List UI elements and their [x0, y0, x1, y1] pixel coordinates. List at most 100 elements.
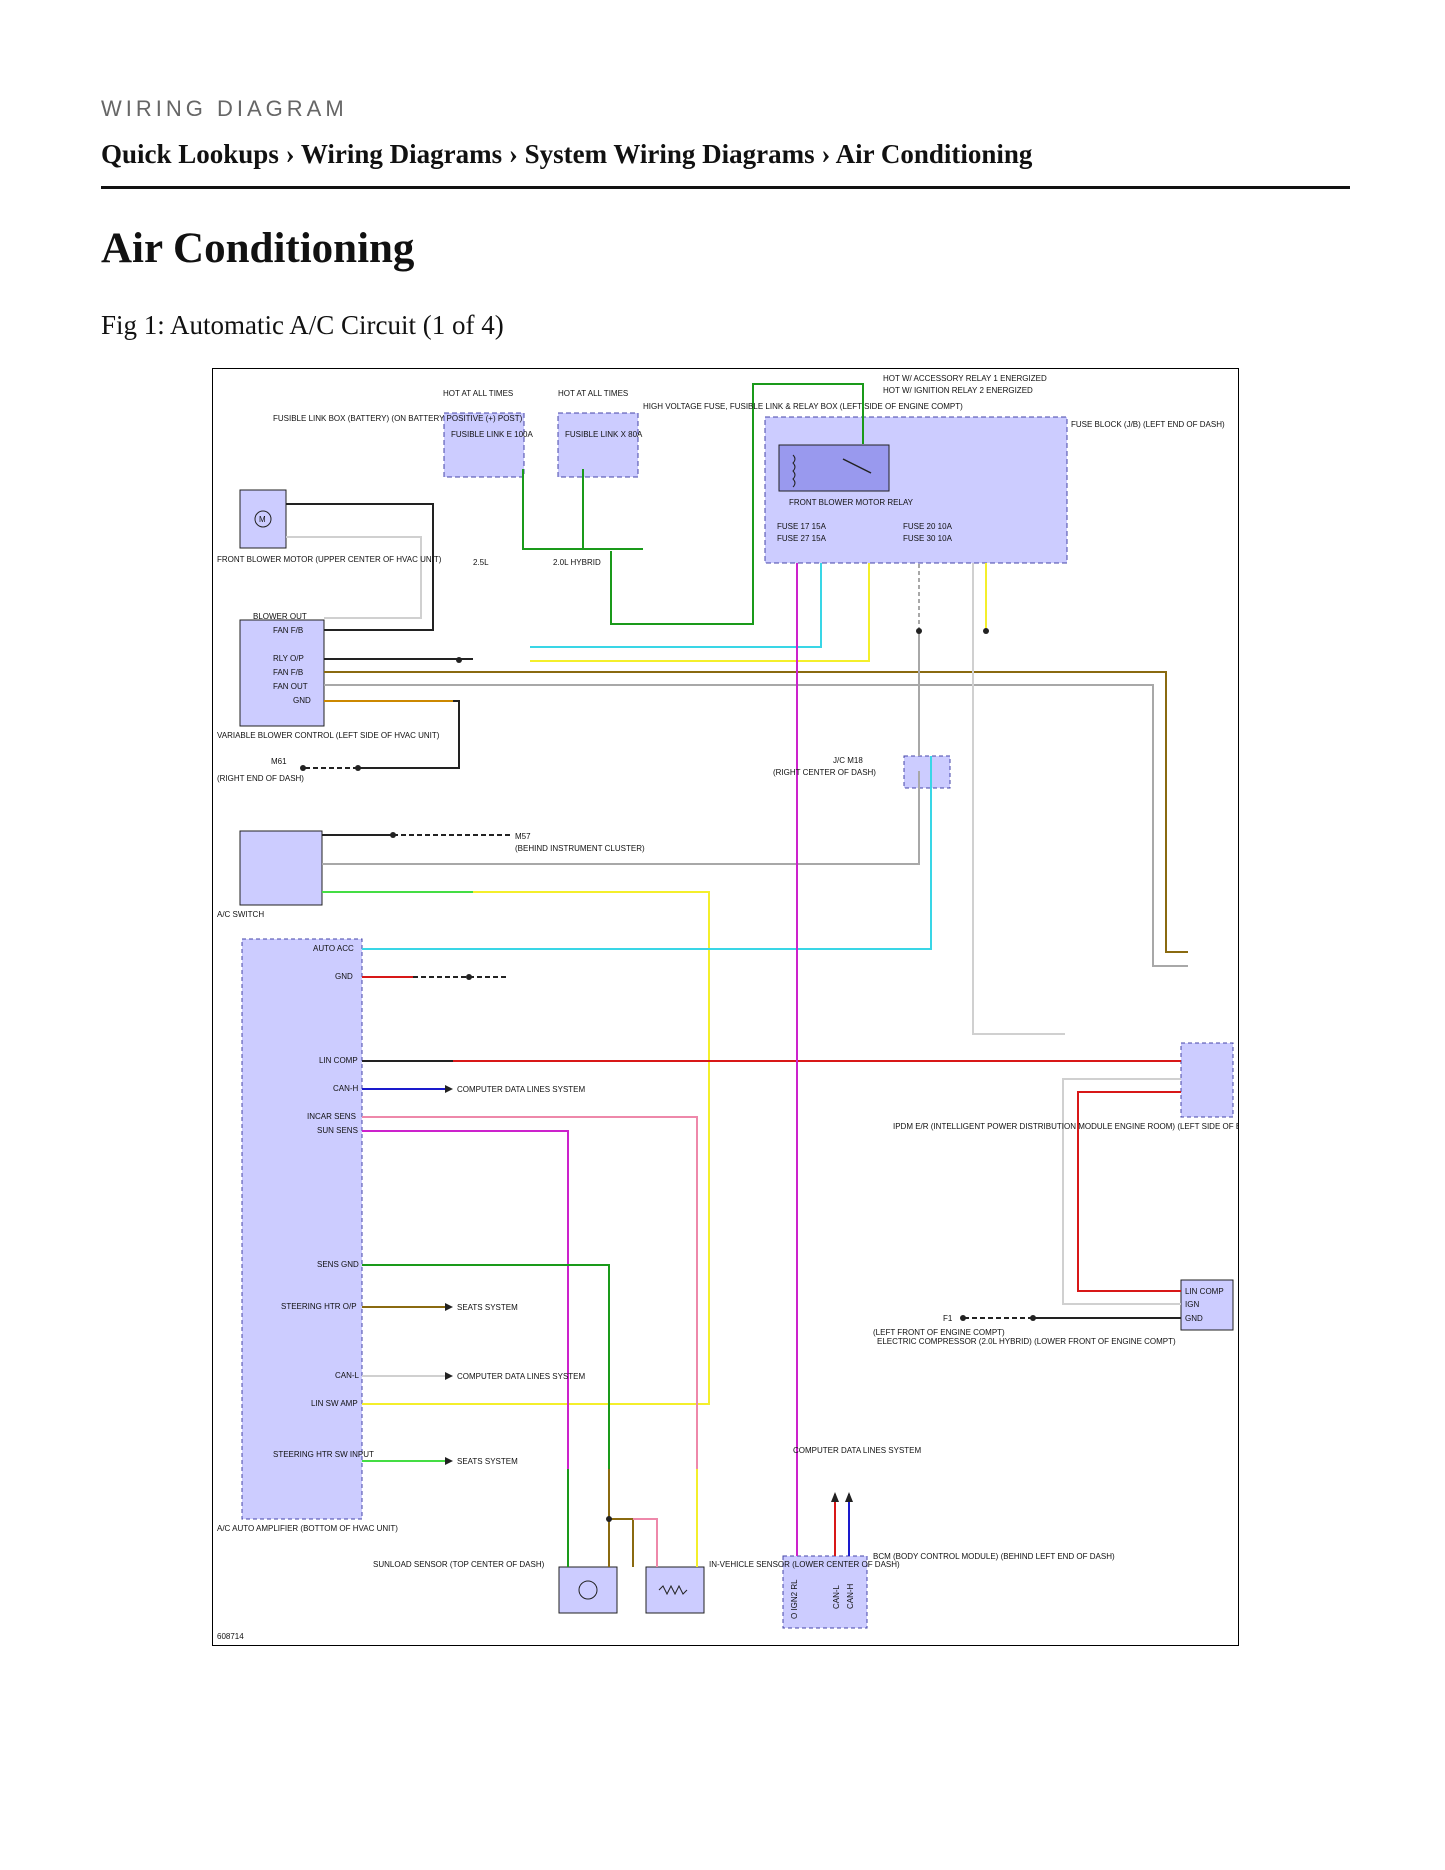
label-lin-comp: LIN COMP	[319, 1056, 358, 1065]
wire-grn-power	[522, 383, 864, 625]
splice-gry-icon	[916, 628, 922, 634]
splice-yel-icon	[983, 628, 989, 634]
label-jc-m18-loc: (RIGHT CENTER OF DASH)	[773, 768, 876, 777]
label-computer-data-lines-2: COMPUTER DATA LINES SYSTEM	[457, 1372, 586, 1381]
section-label: WIRING DIAGRAM	[101, 96, 348, 121]
wire-pnk-sens	[633, 1518, 658, 1567]
wire-ppl-sun	[362, 1130, 569, 1567]
figure-id: 608714	[217, 1632, 244, 1641]
wire-gry-acsw	[322, 771, 920, 865]
breadcrumb-wiring-diagrams[interactable]: Wiring Diagrams	[300, 139, 503, 169]
arrow-bcm-blu-icon	[845, 1492, 853, 1502]
breadcrumb-air-conditioning[interactable]: Air Conditioning	[835, 139, 1033, 169]
ac-auto-amplifier-box	[241, 938, 363, 1520]
splice-m57b-icon	[466, 974, 472, 980]
label-bcm-canh: CAN-H	[846, 1583, 855, 1609]
label-variable-blower: VARIABLE BLOWER CONTROL (LEFT SIDE OF HV…	[217, 731, 440, 740]
label-front-blower-motor: FRONT BLOWER MOTOR (UPPER CENTER OF HVAC…	[217, 555, 442, 564]
label-invehicle-sensor: IN-VEHICLE SENSOR (LOWER CENTER OF DASH)	[709, 1560, 900, 1569]
label-fuse-17: FUSE 17 15A	[777, 522, 827, 531]
arrow-steering-sw-icon	[445, 1457, 453, 1465]
label-computer-data-lines-1: COMPUTER DATA LINES SYSTEM	[457, 1085, 586, 1094]
wire-red-ipdm-compressor	[1077, 1091, 1181, 1292]
label-hv-fuse-box: HIGH VOLTAGE FUSE, FUSIBLE LINK & RELAY …	[643, 402, 963, 411]
breadcrumb-separator: ›	[285, 139, 295, 169]
label-steering-htr-sw: STEERING HTR SW INPUT	[273, 1450, 374, 1459]
label-seats-system-1: SEATS SYSTEM	[457, 1303, 518, 1312]
label-sens-gnd: SENS GND	[317, 1260, 359, 1269]
wire-ltblu-fan-fb	[530, 563, 822, 648]
label-gnd: GND	[293, 696, 311, 705]
figure-caption: Fig 1: Automatic A/C Circuit (1 of 4)	[101, 310, 504, 340]
label-fusible-link-box: FUSIBLE LINK BOX (BATTERY) (ON BATTERY P…	[273, 414, 523, 423]
ipdm-box	[1180, 1042, 1234, 1118]
invehicle-thermistor-icon	[658, 1584, 688, 1596]
wire-wht-motor-1	[286, 536, 422, 619]
breadcrumb-separator: ›	[508, 139, 518, 169]
label-auto-acc: AUTO ACC	[313, 944, 354, 953]
label-incar-sens: INCAR SENS	[307, 1112, 356, 1121]
label-fuse-27: FUSE 27 15A	[777, 534, 827, 543]
label-front-blower-relay: FRONT BLOWER MOTOR RELAY	[789, 498, 914, 507]
wire-yel-rly-op	[530, 563, 870, 662]
electric-compressor-box	[1180, 1279, 1234, 1331]
label-m57-loc: (BEHIND INSTRUMENT CLUSTER)	[515, 844, 645, 853]
wire-gry-fan-out	[324, 684, 1188, 967]
wire-blk-motor-2	[286, 503, 434, 631]
label-ipdm: IPDM E/R (INTELLIGENT POWER DISTRIBUTION…	[893, 1122, 1238, 1131]
label-bcm-ign2: O IGN2 RL	[790, 1579, 799, 1619]
relay-coil-icon	[792, 454, 796, 488]
breadcrumb-quick-lookups[interactable]: Quick Lookups	[101, 139, 279, 169]
label-hot-at-all-times-1: HOT AT ALL TIMES	[443, 389, 513, 398]
label-engine-25l: 2.5L	[473, 558, 489, 567]
ground-m61-icon	[300, 765, 306, 771]
label-can-h: CAN-H	[333, 1084, 359, 1093]
splice-m61-icon	[355, 765, 361, 771]
variable-blower-control-box	[239, 619, 325, 727]
label-fusible-link-x: FUSIBLE LINK X 80A	[565, 430, 643, 439]
label-steering-htr-op: STEERING HTR O/P	[281, 1302, 357, 1311]
label-ec-lin-comp: LIN COMP	[1185, 1287, 1224, 1296]
component-labels: HOT AT ALL TIMES HOT AT ALL TIMES FUSIBL…	[217, 374, 1238, 1641]
label-hot-ign-relay2: HOT W/ IGNITION RELAY 2 ENERGIZED	[883, 386, 1033, 395]
label-rly-op: RLY O/P	[273, 654, 304, 663]
module-boxes	[239, 412, 1234, 1629]
relay-switch-icon	[842, 458, 872, 474]
wires	[286, 383, 1188, 1567]
label-fan-fb-2: FAN F/B	[273, 668, 303, 677]
label-hot-at-all-times-2: HOT AT ALL TIMES	[558, 389, 628, 398]
wire-blk-gnd	[358, 700, 460, 769]
wiring-diagram: HOT AT ALL TIMES HOT AT ALL TIMES FUSIBL…	[212, 368, 1239, 1646]
label-sun-sens: SUN SENS	[317, 1126, 358, 1135]
label-m61: M61	[271, 757, 287, 766]
splice-sens-gnd-icon	[606, 1516, 612, 1522]
splice-compressor-icon	[1030, 1315, 1036, 1321]
header-divider	[101, 186, 1350, 189]
breadcrumb-separator: ›	[821, 139, 831, 169]
wire-wht-fuse30	[972, 563, 1065, 1035]
splice-m132-icon	[456, 657, 462, 663]
splice-m57a-icon	[390, 832, 396, 838]
motor-symbol-icon	[254, 510, 272, 528]
wire-brn-fan-fb	[324, 671, 1188, 953]
label-electric-compressor: ELECTRIC COMPRESSOR (2.0L HYBRID) (LOWER…	[877, 1337, 1176, 1346]
label-m61-loc: (RIGHT END OF DASH)	[217, 774, 304, 783]
fusible-link-e-box	[443, 412, 525, 478]
bcm-box	[782, 1555, 868, 1629]
label-ec-gnd: GND	[1185, 1314, 1203, 1323]
wire-ltblu-auto-acc	[362, 771, 932, 950]
label-bcm-canl: CAN-L	[832, 1584, 841, 1609]
invehicle-sensor-box	[645, 1566, 705, 1614]
label-ac-switch: A/C SWITCH	[217, 910, 264, 919]
label-gnd-2: GND	[335, 972, 353, 981]
label-hot-acc-relay1: HOT W/ ACCESSORY RELAY 1 ENERGIZED	[883, 374, 1047, 383]
label-seats-system-2: SEATS SYSTEM	[457, 1457, 518, 1466]
ac-switch-box	[239, 830, 323, 906]
wire-grn-sens-gnd	[362, 1264, 610, 1469]
arrow-steering-htr-icon	[445, 1303, 453, 1311]
arrow-bcm-red-icon	[831, 1492, 839, 1502]
breadcrumb-system-wiring-diagrams[interactable]: System Wiring Diagrams	[524, 139, 815, 169]
label-computer-data-lines-3: COMPUTER DATA LINES SYSTEM	[793, 1446, 922, 1455]
wire-brn-sens	[608, 1469, 634, 1567]
label-fan-out: FAN OUT	[273, 682, 308, 691]
